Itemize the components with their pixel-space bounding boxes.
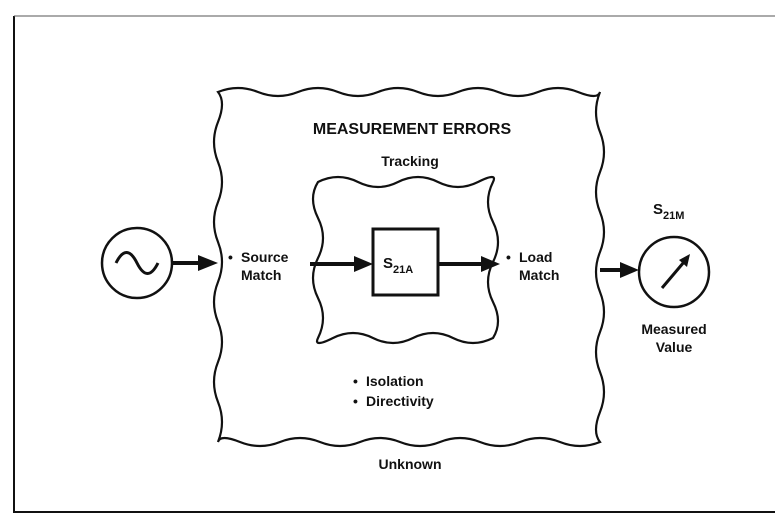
directivity-label: Directivity bbox=[366, 393, 434, 409]
directivity-bullet: • bbox=[353, 393, 358, 409]
diagram-title: MEASUREMENT ERRORS bbox=[313, 121, 512, 138]
outer-frame bbox=[13, 16, 775, 513]
sine-wave-source-icon bbox=[100, 226, 174, 300]
dut-label: S21A bbox=[383, 255, 413, 276]
measured-value-line2: Value bbox=[656, 339, 693, 355]
isolation-label: Isolation bbox=[366, 373, 424, 389]
load-match-bullet: • bbox=[506, 249, 511, 265]
source-match-bullet: • bbox=[228, 249, 233, 265]
isolation-bullet: • bbox=[353, 373, 358, 389]
unknown-label: Unknown bbox=[379, 456, 442, 472]
measured-s21m-label: S21M bbox=[653, 201, 684, 222]
load-match-line2: Match bbox=[519, 267, 559, 283]
load-match-line1: Load bbox=[519, 249, 552, 265]
tracking-label: Tracking bbox=[381, 153, 439, 169]
arrow-to-meter bbox=[600, 262, 639, 278]
source-match-line2: Match bbox=[241, 267, 281, 283]
arrow-to-dut bbox=[310, 256, 373, 272]
meter-dial-icon bbox=[637, 235, 711, 309]
measurement-errors-boundary bbox=[212, 86, 606, 448]
inner-boundary bbox=[311, 175, 500, 345]
arrow-from-dut bbox=[438, 256, 500, 272]
arrow-source-to-boundary bbox=[172, 255, 218, 271]
source-match-line1: Source bbox=[241, 249, 289, 265]
measured-value-line1: Measured bbox=[641, 321, 706, 337]
